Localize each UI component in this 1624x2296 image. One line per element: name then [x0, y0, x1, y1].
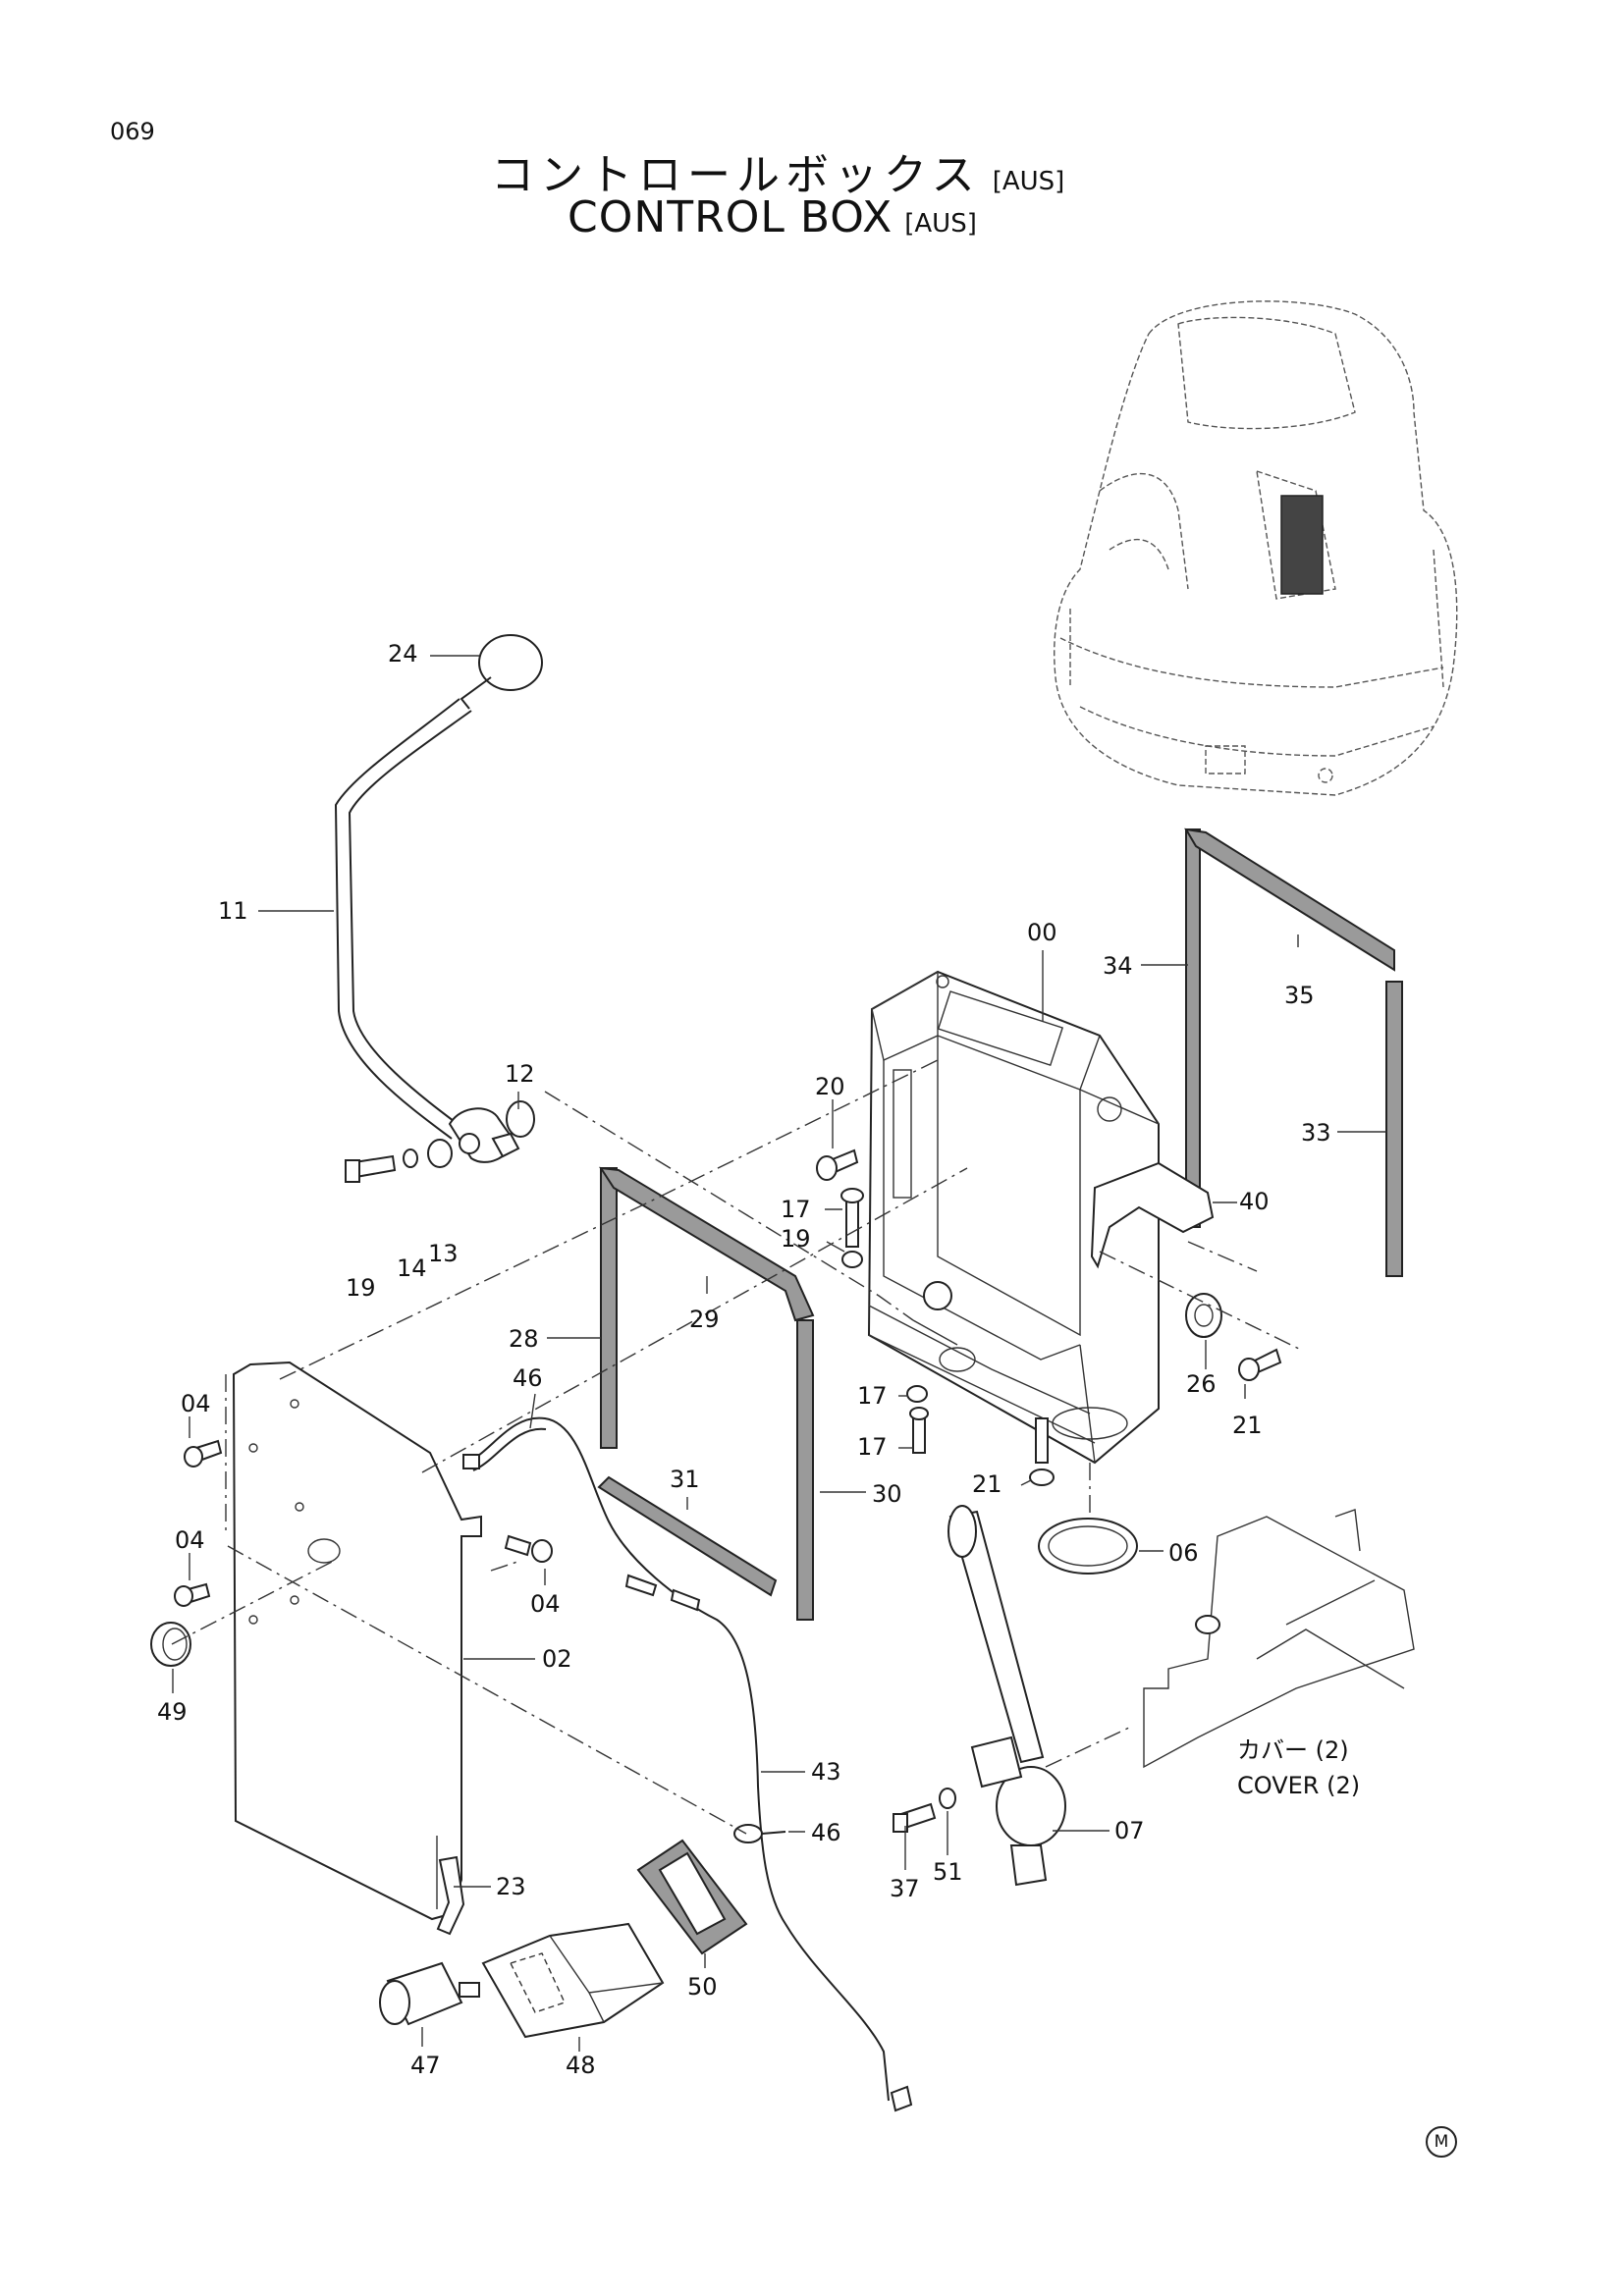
part-06-gasket	[1038, 1518, 1138, 1575]
cover-note-english: COVER (2)	[1237, 1772, 1361, 1799]
callout-26: 26	[1186, 1370, 1217, 1398]
page-number: 069	[110, 118, 155, 145]
callout-50: 50	[687, 1973, 718, 2001]
callout-21: 21	[972, 1470, 1002, 1498]
assembly-lines	[171, 1059, 1302, 1835]
part-23-clip	[436, 1855, 465, 1936]
part-11-lever	[334, 698, 460, 1140]
part-33-gasket	[1185, 828, 1201, 1228]
region-tag: [AUS]	[904, 209, 977, 239]
callout-33: 34	[1103, 952, 1133, 980]
callout-23: 23	[496, 1873, 526, 1900]
callout-21: 20	[815, 1073, 845, 1100]
callout-24: 24	[388, 640, 418, 667]
part-13-washer	[427, 1139, 453, 1168]
region-tag: [AUS]	[992, 167, 1065, 196]
callout-32: 33	[1301, 1119, 1331, 1147]
callout-28: 28	[509, 1325, 539, 1353]
part-14-washer	[403, 1148, 418, 1168]
callout-51: 51	[933, 1858, 963, 1886]
callout-34: 35	[1284, 982, 1315, 1009]
part-43-clamp	[733, 1824, 763, 1843]
callout-19: 17	[857, 1382, 888, 1410]
lever-assembly	[334, 634, 543, 1183]
callout-30: 30	[872, 1480, 902, 1508]
part-49-grommet	[150, 1622, 191, 1667]
part-48-housing	[481, 1922, 665, 2039]
callout-07: 07	[1114, 1817, 1145, 1844]
callout-48: 48	[566, 2052, 596, 2079]
cover-note: カバー (2) COVER (2)	[1237, 1733, 1360, 1803]
part-00-control-box-frame	[867, 970, 1160, 1465]
callout-04: 04	[181, 1390, 211, 1417]
excavator-locator-illustration	[1054, 300, 1458, 796]
part-31-strip	[597, 1475, 778, 1597]
part-51-washer	[939, 1788, 956, 1809]
callout-40: 43	[811, 1758, 841, 1786]
part-07-pump	[893, 1505, 1066, 1887]
callout-47: 47	[410, 2052, 441, 2079]
part-24-knob	[478, 634, 543, 691]
callout-46: 46	[513, 1364, 543, 1392]
cover-outline	[1143, 1509, 1415, 1769]
callout-14: 14	[397, 1255, 427, 1282]
callout-21: 21	[1232, 1412, 1263, 1439]
callout-49: 49	[157, 1698, 188, 1726]
page-mark: M	[1426, 2126, 1457, 2158]
gasket-set-right	[1184, 828, 1403, 1277]
callout-29: 29	[689, 1306, 720, 1333]
callout-31: 31	[670, 1466, 700, 1493]
part-50-plate	[636, 1839, 748, 1955]
callout-12: 12	[505, 1060, 535, 1088]
part-02-cover-panel	[232, 1361, 482, 1921]
part-47-socket	[379, 1961, 480, 2026]
part-30-gasket	[796, 1319, 814, 1621]
callout-20: 19	[346, 1274, 376, 1302]
callout-labels: 24 11 12 00 34 35 33 40 20 17 19 28 29 1…	[157, 640, 1331, 2079]
callout-43: 46	[811, 1819, 841, 1846]
cover-note-japanese: カバー (2)	[1237, 1736, 1349, 1764]
callout-37: 40	[1239, 1188, 1270, 1215]
callout-04: 04	[530, 1590, 561, 1618]
callout-11: 11	[218, 897, 248, 925]
leader-lines	[172, 655, 1386, 2052]
callout-19: 19	[781, 1225, 811, 1253]
part-12-bushing	[506, 1100, 535, 1138]
part-34-gasket	[1184, 828, 1395, 972]
callout-35: 37	[890, 1875, 920, 1902]
callout-17: 17	[781, 1196, 811, 1223]
part-32-gasket	[1385, 981, 1403, 1277]
callout-02: 02	[542, 1645, 572, 1673]
part-26-grommet	[1185, 1293, 1222, 1338]
part-40-harness	[462, 1416, 913, 2112]
title-japanese: コントロールボックス[AUS]	[491, 150, 1065, 200]
callout-06: 06	[1168, 1539, 1199, 1567]
title-english: CONTROL BOX[AUS]	[568, 192, 977, 242]
callout-04: 04	[175, 1526, 205, 1554]
callout-13: 13	[428, 1240, 459, 1267]
part-37-bracket	[1090, 1161, 1222, 1338]
callout-17: 17	[857, 1433, 888, 1461]
fasteners	[174, 1148, 1282, 1607]
callout-00: 00	[1027, 919, 1057, 946]
part-28-gasket	[600, 1167, 618, 1449]
